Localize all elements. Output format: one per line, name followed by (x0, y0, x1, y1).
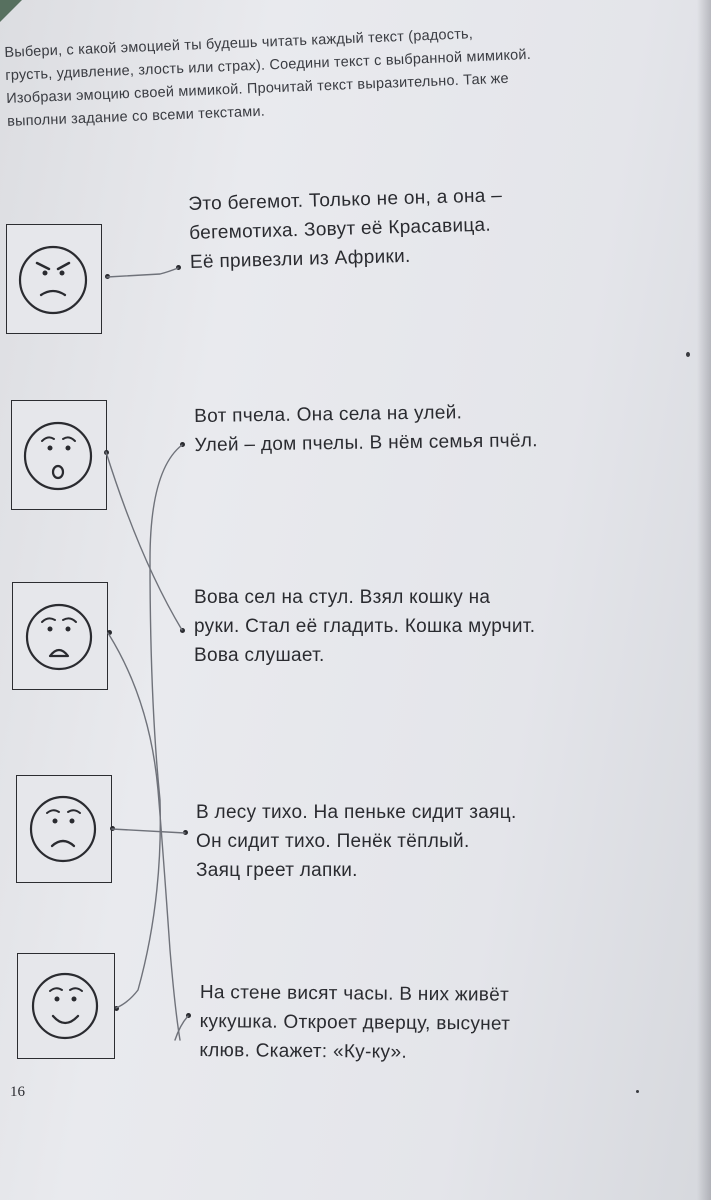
connection-line-text5-end (174, 1015, 189, 1041)
face-box-scared[interactable] (12, 582, 108, 690)
text-block-1[interactable]: Это бегемот. Только не он, а она – бегем… (188, 185, 503, 273)
face-dot-5[interactable] (114, 1006, 119, 1011)
text-dot-1[interactable] (176, 265, 181, 270)
angry-face-icon (18, 245, 88, 315)
text-dot-2[interactable] (180, 442, 185, 447)
scared-face-icon (25, 603, 93, 671)
text-dot-5[interactable] (186, 1013, 191, 1018)
face-box-sad[interactable] (16, 775, 112, 883)
face-box-surprised[interactable] (11, 400, 107, 510)
connection-line-scared-to-text5 (107, 632, 181, 1041)
happy-face-icon (31, 972, 99, 1040)
connection-line-surprised-to-text3 (105, 451, 183, 631)
text-dot-4[interactable] (183, 830, 188, 835)
surprised-face-icon (23, 421, 93, 491)
page-number: 16 (10, 1084, 25, 1100)
face-dot-2[interactable] (104, 450, 109, 455)
page-edge-shadow (697, 0, 711, 1200)
connection-line-sad-to-text4 (111, 828, 186, 834)
text-block-5[interactable]: На стене висят часы. В них живёт кукушка… (199, 981, 511, 1063)
connection-line-happy-to-text2 (115, 444, 183, 1009)
ink-speck (636, 1090, 639, 1093)
connection-line-angry (106, 267, 179, 278)
face-dot-4[interactable] (110, 826, 115, 831)
face-box-angry[interactable] (6, 224, 102, 334)
face-dot-3[interactable] (107, 630, 112, 635)
task-instructions: Выбери, с какой эмоцией ты будешь читать… (4, 26, 532, 130)
text-block-2[interactable]: Вот пчела. Она села на улей. Улей – дом … (194, 402, 538, 456)
ink-speck (686, 352, 690, 357)
face-box-happy[interactable] (17, 953, 115, 1059)
text-block-4[interactable]: В лесу тихо. На пеньке сидит заяц. Он си… (196, 802, 517, 881)
text-dot-3[interactable] (180, 628, 185, 633)
page-corner (0, 0, 22, 22)
text-block-3[interactable]: Вова сел на стул. Взял кошку на руки. Ст… (194, 587, 536, 666)
sad-face-icon (29, 795, 97, 863)
face-dot-1[interactable] (105, 274, 110, 279)
